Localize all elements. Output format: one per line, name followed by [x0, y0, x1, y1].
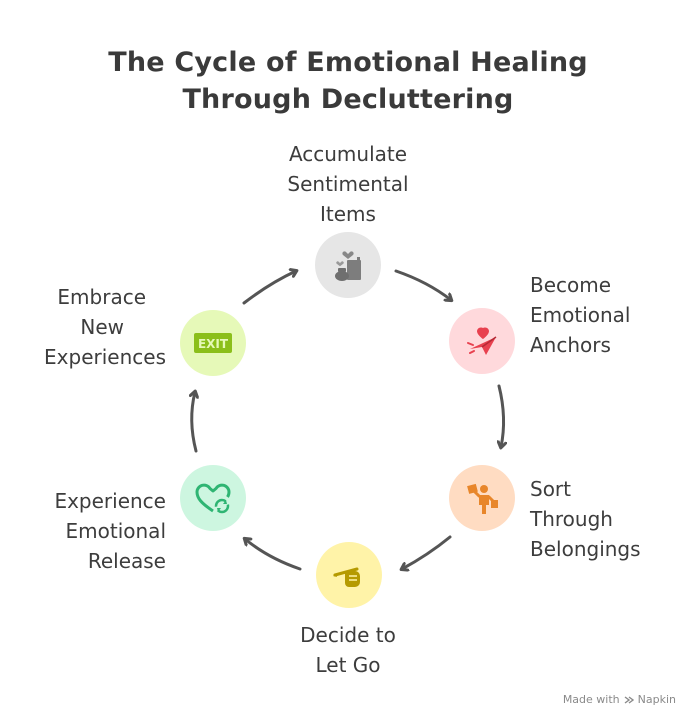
node-let-go [316, 542, 382, 608]
heart-refresh-icon [195, 483, 231, 514]
label-accumulate-line-3: Items [320, 202, 376, 226]
label-sort-line-2: Through [530, 507, 613, 531]
label-accumulate-line-2: Sentimental [287, 172, 409, 196]
exit-sign-icon: EXIT [194, 333, 232, 353]
arrow-6-to-1 [242, 271, 296, 305]
label-sort: Sort Through Belongings [530, 474, 641, 564]
label-embrace-line-1: Embrace [57, 285, 146, 309]
heart-airplane-icon [467, 327, 497, 355]
label-sort-line-3: Belongings [530, 537, 641, 561]
label-anchors: Become Emotional Anchors [530, 270, 630, 360]
label-embrace: Embrace New Experiences [0, 282, 166, 372]
made-with-text: Made with [562, 693, 620, 706]
hand-pen-icon [333, 567, 360, 587]
node-accumulate [315, 232, 381, 298]
label-let-go-line-2: Let Go [315, 653, 381, 677]
title-line-1: The Cycle of Emotional Healing [108, 47, 588, 78]
label-let-go-line-1: Decide to [300, 623, 396, 647]
diagram-title: The Cycle of Emotional Healing Through D… [0, 44, 696, 118]
napkin-brand-text: Napkin [637, 693, 676, 706]
label-accumulate: Accumulate Sentimental Items [248, 139, 448, 229]
arrow-4-to-5 [245, 539, 302, 571]
label-release-line-2: Emotional [65, 519, 166, 543]
made-with-footer: Made with Napkin [563, 693, 676, 706]
node-embrace: EXIT [180, 310, 246, 376]
label-anchors-line-1: Become [530, 273, 612, 297]
label-release-line-1: Experience [54, 489, 166, 513]
arrow-5-to-6 [192, 392, 196, 453]
arrow-3-to-4 [402, 535, 452, 569]
node-anchors [449, 308, 515, 374]
arrow-1-to-2 [394, 269, 451, 300]
label-release: Experience Emotional Release [0, 486, 166, 576]
label-release-line-3: Release [87, 549, 166, 573]
title-line-2: Through Decluttering [182, 84, 514, 115]
person-sorting-icon [467, 483, 498, 514]
label-anchors-line-2: Emotional [530, 303, 631, 327]
label-let-go: Decide to Let Go [248, 620, 448, 680]
arrow-2-to-3 [499, 384, 504, 447]
label-embrace-line-3: Experiences [44, 345, 166, 369]
exit-sign-text: EXIT [198, 337, 229, 351]
label-accumulate-line-1: Accumulate [288, 142, 408, 166]
sentimental-items-icon [335, 251, 361, 281]
node-release [180, 465, 246, 531]
napkin-logo-icon [624, 695, 634, 704]
label-sort-line-1: Sort [530, 477, 571, 501]
label-anchors-line-3: Anchors [530, 333, 611, 357]
label-embrace-line-2: New [80, 315, 124, 339]
node-sort [449, 465, 515, 531]
